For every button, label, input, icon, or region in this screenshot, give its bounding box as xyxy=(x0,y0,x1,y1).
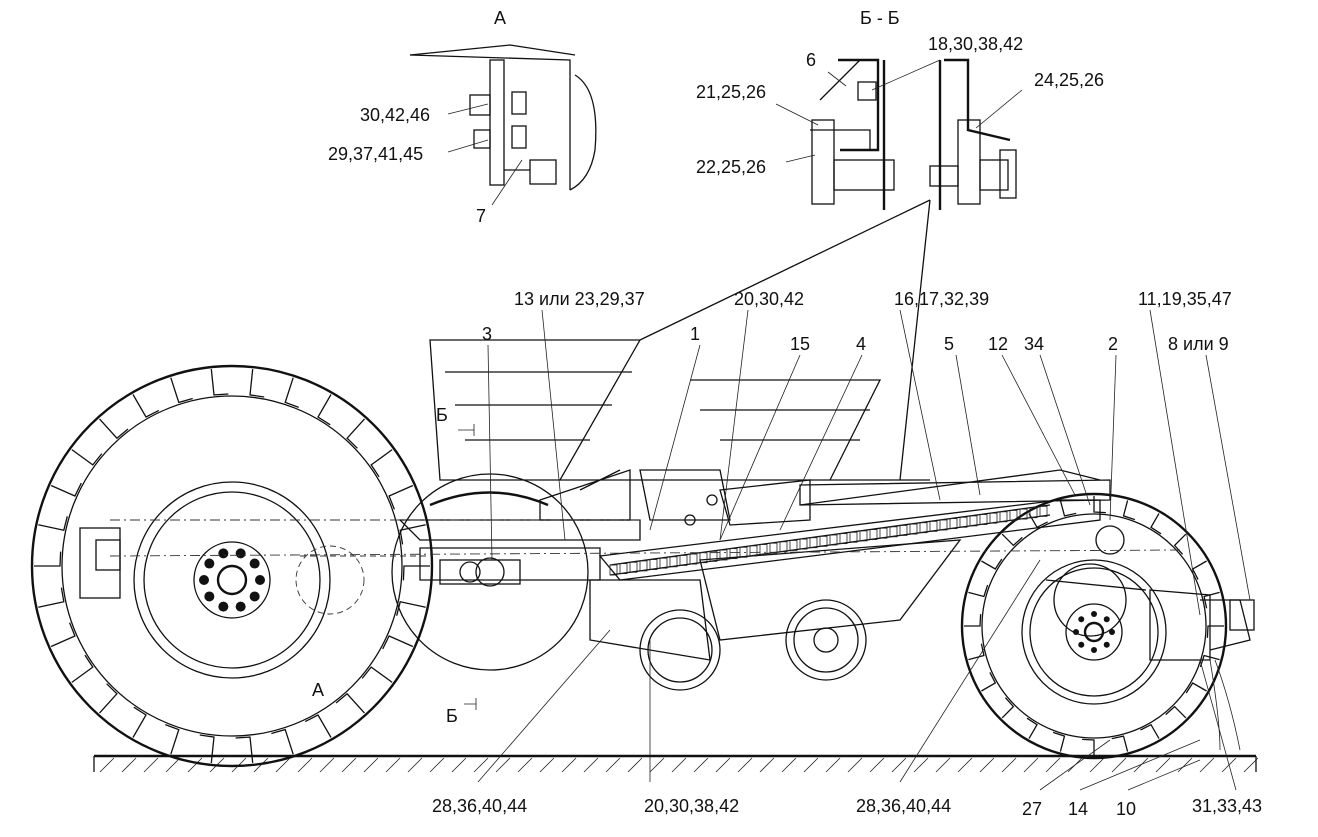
label-12: 12 xyxy=(988,334,1008,354)
label-31-33-43: 31,33,43 xyxy=(1192,796,1262,816)
label-15: 15 xyxy=(790,334,810,354)
cut-b-top-arrow xyxy=(458,424,475,436)
label-7: 7 xyxy=(476,206,486,226)
section-view-bb xyxy=(810,58,1017,210)
label-22-25-26: 22,25,26 xyxy=(696,157,766,177)
label-21-25-26: 21,25,26 xyxy=(696,82,766,102)
leader-lines xyxy=(447,59,1251,791)
cut-b-bottom-arrow xyxy=(464,698,477,710)
label-10: 10 xyxy=(1116,799,1136,819)
right-wheel xyxy=(960,492,1228,760)
label-view-a-marker: А xyxy=(312,680,324,700)
label-34: 34 xyxy=(1024,334,1044,354)
ground xyxy=(93,754,1259,773)
label-8-or-9: 8 или 9 xyxy=(1168,334,1229,354)
label-11-19-35-47: 11,19,35,47 xyxy=(1138,289,1232,309)
label-13-23-29-37: 13 или 23,29,37 xyxy=(514,289,645,309)
label-4: 4 xyxy=(856,334,866,354)
label-24-25-26: 24,25,26 xyxy=(1034,70,1104,90)
label-18-30-38-42: 18,30,38,42 xyxy=(928,34,1023,54)
label-3: 3 xyxy=(482,324,492,344)
label-5: 5 xyxy=(944,334,954,354)
hidden-lines xyxy=(109,519,1181,615)
label-28-36-40-44-left: 28,36,40,44 xyxy=(432,796,527,816)
label-cut-b-bottom: Б xyxy=(446,706,458,726)
hitch xyxy=(1149,589,1255,751)
label-20-30-38-42: 20,30,38,42 xyxy=(644,796,739,816)
label-30-42-46: 30,42,46 xyxy=(360,105,430,125)
label-20-30-42: 20,30,42 xyxy=(734,289,804,309)
label-29-37-41-45: 29,37,41,45 xyxy=(328,144,423,164)
drive-gears xyxy=(639,525,1147,691)
label-28-36-40-44-right: 28,36,40,44 xyxy=(856,796,951,816)
label-1: 1 xyxy=(690,324,700,344)
section-guides xyxy=(429,199,931,481)
label-16-17-32-39: 16,17,32,39 xyxy=(894,289,989,309)
detail-view-a xyxy=(409,44,597,191)
label-2: 2 xyxy=(1108,334,1118,354)
frame xyxy=(398,469,1111,661)
label-view-a: А xyxy=(494,8,506,28)
label-6: 6 xyxy=(806,50,816,70)
left-wheel xyxy=(30,364,434,768)
label-section-bb: Б - Б xyxy=(860,8,900,28)
label-cut-b-top: Б xyxy=(436,405,448,425)
label-14: 14 xyxy=(1068,799,1088,819)
label-27: 27 xyxy=(1022,799,1042,819)
